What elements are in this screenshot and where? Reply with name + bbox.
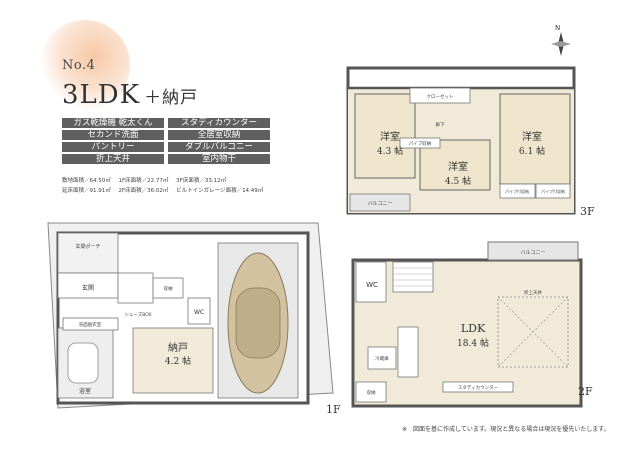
floor3-area: 3F床面積／33.12㎡: [176, 178, 227, 184]
room-size: 6.1 帖: [519, 145, 545, 157]
plan-number: No.4: [62, 58, 96, 73]
room-size: 4.3 帖: [377, 145, 403, 157]
room-size: 4.2 帖: [165, 355, 191, 367]
area-row: 敷地面積／64.50㎡ 1F床面積／22.77㎡ 3F床面積／33.12㎡: [62, 176, 312, 186]
floor2-area: 2F床面積／36.02㎡: [118, 188, 169, 194]
closet: [409, 87, 471, 104]
floor-plan-3f: バルコニー クローゼット パイプ収納 廊下 パイプ付収納 パイプ付収納 洋室 4…: [346, 66, 576, 215]
pipe-shelf: [499, 183, 536, 199]
balcony: [487, 241, 579, 261]
floor-label-2f: 2F: [578, 385, 593, 398]
stairs: [117, 272, 154, 304]
fridge: [367, 346, 397, 370]
room-name: 洋室: [448, 160, 468, 173]
entrance-label: 玄関: [82, 284, 94, 292]
decorative-circle: [40, 20, 130, 110]
porch-label: 玄関ポーチ: [75, 243, 100, 250]
feature-tag: 全居室収納: [168, 130, 270, 140]
feature-tag: 室内物干: [168, 154, 270, 164]
storage-label: 収納: [367, 389, 376, 396]
garage-area: ビルトインガレージ面積／14.49㎡: [176, 188, 264, 194]
entrance: [57, 272, 119, 299]
wash-label: 洗面脱衣室: [79, 321, 102, 328]
feature-tag: ガス乾燥機 乾太くん: [62, 118, 164, 128]
feature-tags: ガス乾燥機 乾太くん スタディカウンター セカンド洗面 全居室収納 パントリー …: [62, 118, 270, 164]
feature-tag: スタディカウンター: [168, 118, 270, 128]
layout-type: 3LDK: [62, 80, 141, 110]
pipe-shelf-label: パイプ付収納: [505, 188, 529, 194]
site-area: 敷地面積／64.50㎡: [62, 178, 111, 184]
stairs: [392, 261, 434, 293]
room-west: [354, 93, 416, 179]
car-roof: [235, 287, 281, 359]
study-label: スタディカウンター: [458, 384, 499, 391]
feature-tag: パントリー: [62, 142, 164, 152]
compass-icon: N: [551, 24, 571, 56]
balcony-label: バルコニー: [368, 201, 393, 207]
floor-label-1f: 1F: [326, 403, 341, 416]
kitchen-counter: [397, 326, 419, 378]
room-name: 洋室: [380, 130, 400, 143]
svg-text:N: N: [555, 24, 560, 32]
area-row: 延床面積／91.91㎡ 2F床面積／36.02㎡ ビルトインガレージ面積／14.…: [62, 186, 312, 196]
footnote: ※ 図面を基に作成しています。現況と異なる場合は現況を優先いたします。: [402, 426, 610, 433]
layout-title: 3LDK＋納戸: [62, 80, 198, 110]
shoes-label: シューズBOX: [124, 311, 151, 318]
floor1-area: 1F床面積／22.77㎡: [118, 178, 169, 184]
feature-tag: セカンド洗面: [62, 130, 164, 140]
balcony: [349, 193, 411, 212]
closet-label: クローゼット: [427, 93, 454, 100]
wc-room: [187, 297, 211, 325]
study-counter: [442, 381, 514, 393]
storage: [355, 381, 387, 403]
pipe-label: パイプ収納: [409, 140, 432, 147]
ceiling-outline: [497, 296, 569, 368]
room-size: 18.4 帖: [457, 337, 489, 349]
room-size: 4.5 帖: [445, 175, 471, 187]
wc-label: WC: [194, 309, 204, 316]
total-area: 延床面積／91.91㎡: [62, 188, 111, 194]
fridge-label: 冷蔵庫: [375, 355, 389, 362]
pipe-shelf-label-2: パイプ付収納: [541, 188, 565, 194]
room-east: [499, 93, 571, 185]
room-name: 洋室: [522, 130, 542, 143]
floor-label-3f: 3F: [580, 205, 595, 218]
wash: [62, 317, 119, 331]
floor-plan-2f: バルコニー WC 冷蔵庫 折上天井 スタディカウンター 収納 LDK 18.4 …: [351, 241, 583, 408]
bath-label: 浴室: [79, 387, 91, 395]
pipe-shelf-2: [535, 183, 571, 199]
storage: [152, 277, 184, 299]
room-name: LDK: [461, 322, 486, 335]
area-info: 敷地面積／64.50㎡ 1F床面積／22.77㎡ 3F床面積／33.12㎡ 延床…: [62, 176, 312, 196]
balcony-label: バルコニー: [521, 250, 546, 256]
wc-label: WC: [366, 281, 378, 289]
bathtub: [67, 342, 99, 384]
hall-label: 廊下: [436, 121, 445, 128]
feature-tag: 折上天井: [62, 154, 164, 164]
feature-tag: ダブルバルコニー: [168, 142, 270, 152]
floor-plan-1f: 玄関ポーチ 玄関 浴室 洗面脱衣室 WC 収納 納戸 4.2 帖 シューズBOX: [47, 222, 334, 409]
layout-extra: ＋納戸: [144, 88, 199, 108]
wc-room: [355, 261, 387, 303]
pipe-storage: [399, 137, 441, 149]
storage-label: 収納: [164, 285, 173, 292]
nando-room: [132, 327, 214, 394]
porch: [57, 232, 119, 274]
ceiling-label: 折上天井: [524, 289, 542, 296]
room-name: 納戸: [168, 341, 188, 354]
